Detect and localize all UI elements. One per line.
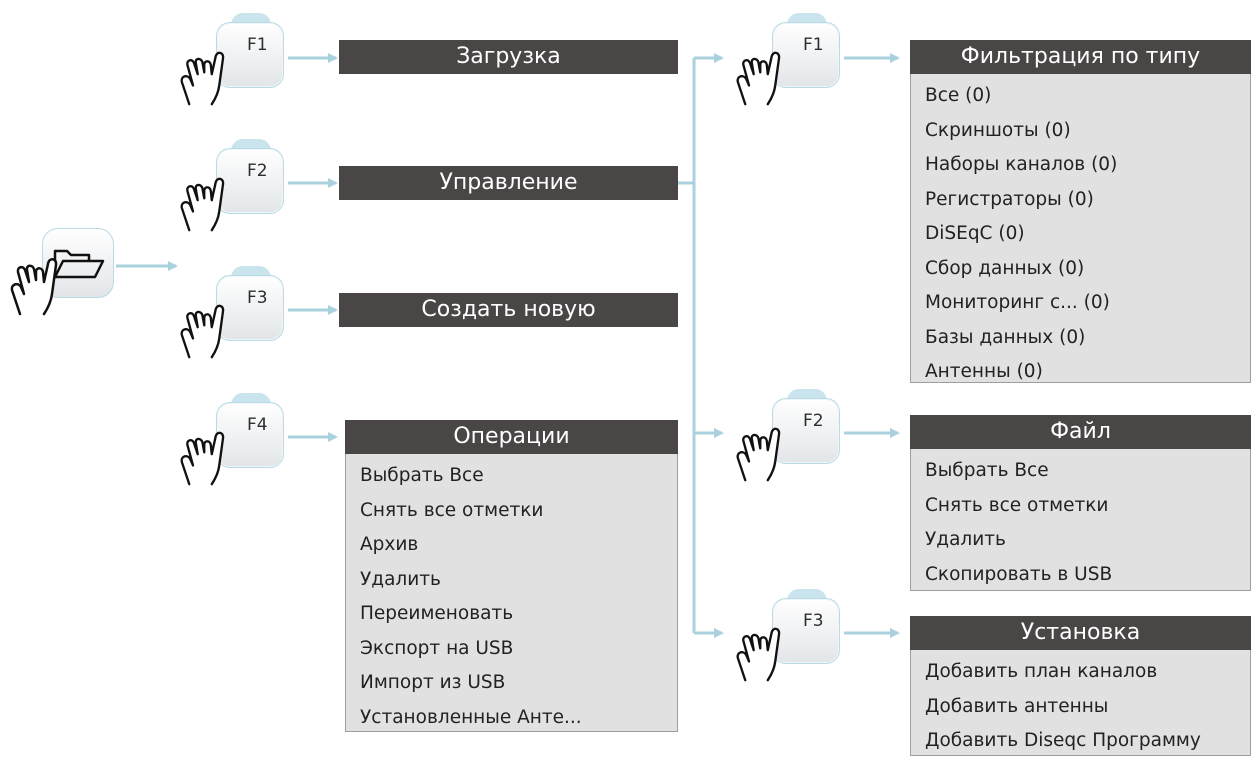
pointing-hand-icon xyxy=(736,51,781,106)
install-header: Установка xyxy=(910,616,1251,650)
filter-menu: Все (0) Скриншоты (0) Наборы каналов (0)… xyxy=(910,74,1251,383)
pointing-hand-icon xyxy=(736,627,781,682)
menu-item[interactable]: Сбор данных (0) xyxy=(925,257,1085,279)
key-label: F3 xyxy=(247,288,268,308)
file-menu: Выбрать Все Снять все отметки Удалить Ск… xyxy=(910,449,1251,591)
menu-item[interactable]: Выбрать Все xyxy=(925,460,1049,481)
pointing-hand-icon xyxy=(180,177,225,232)
file-header: Файл xyxy=(910,415,1251,449)
menu-item[interactable]: Наборы каналов (0) xyxy=(925,154,1118,175)
menu-item[interactable]: DiSEqC (0) xyxy=(925,223,1025,244)
menu-item[interactable]: Базы данных (0) xyxy=(925,326,1086,348)
operations-menu: Выбрать Все Снять все отметки Архив Удал… xyxy=(345,454,678,732)
key-label: F3 xyxy=(803,611,824,631)
folder-open-icon xyxy=(53,249,105,279)
key-label: F2 xyxy=(803,411,824,431)
menu-item[interactable]: Антенны (0) xyxy=(925,361,1043,382)
install-menu: Добавить план каналов Добавить антенны Д… xyxy=(910,650,1251,756)
menu-item[interactable]: Установленные Анте... xyxy=(360,706,582,728)
menu-item[interactable]: Снять все отметки xyxy=(360,499,544,521)
manage-box[interactable]: Управление xyxy=(339,166,678,200)
menu-item[interactable]: Добавить антенны xyxy=(925,695,1109,717)
pointing-hand-icon xyxy=(180,304,225,359)
menu-item[interactable]: Снять все отметки xyxy=(925,494,1109,516)
menu-item[interactable]: Скриншоты (0) xyxy=(925,119,1071,141)
pointing-hand-icon xyxy=(10,258,58,316)
menu-item[interactable]: Импорт из USB xyxy=(360,672,506,693)
menu-item[interactable]: Мониторинг с... (0) xyxy=(925,292,1110,313)
menu-item[interactable]: Добавить план каналов xyxy=(925,661,1158,682)
key-f2[interactable]: F2 xyxy=(216,139,284,214)
menu-item[interactable]: Регистраторы (0) xyxy=(925,188,1094,210)
key-label: F2 xyxy=(247,161,268,181)
download-box[interactable]: Загрузка xyxy=(339,40,678,74)
create-new-box[interactable]: Создать новую xyxy=(339,293,678,327)
key-label: F1 xyxy=(803,35,824,55)
menu-item[interactable]: Скопировать в USB xyxy=(925,563,1113,585)
menu-item[interactable]: Удалить xyxy=(360,568,441,590)
filter-header: Фильтрация по типу xyxy=(910,40,1251,74)
key-label: F4 xyxy=(247,415,268,435)
pointing-hand-icon xyxy=(180,51,225,106)
menu-item[interactable]: Переименовать xyxy=(360,603,514,624)
key-right-f1[interactable]: F1 xyxy=(772,13,840,88)
menu-item[interactable]: Экспорт на USB xyxy=(360,637,514,659)
menu-item[interactable]: Добавить Diseqc Программу xyxy=(925,730,1201,751)
key-label: F1 xyxy=(247,35,268,55)
menu-item[interactable]: Удалить xyxy=(925,529,1006,550)
menu-item[interactable]: Архив xyxy=(360,534,419,555)
menu-item[interactable]: Все (0) xyxy=(925,85,992,106)
key-right-f2[interactable]: F2 xyxy=(772,389,840,464)
menu-item[interactable]: Выбрать Все xyxy=(360,465,484,486)
pointing-hand-icon xyxy=(736,427,781,482)
operations-header: Операции xyxy=(345,420,678,454)
pointing-hand-icon xyxy=(180,431,225,486)
